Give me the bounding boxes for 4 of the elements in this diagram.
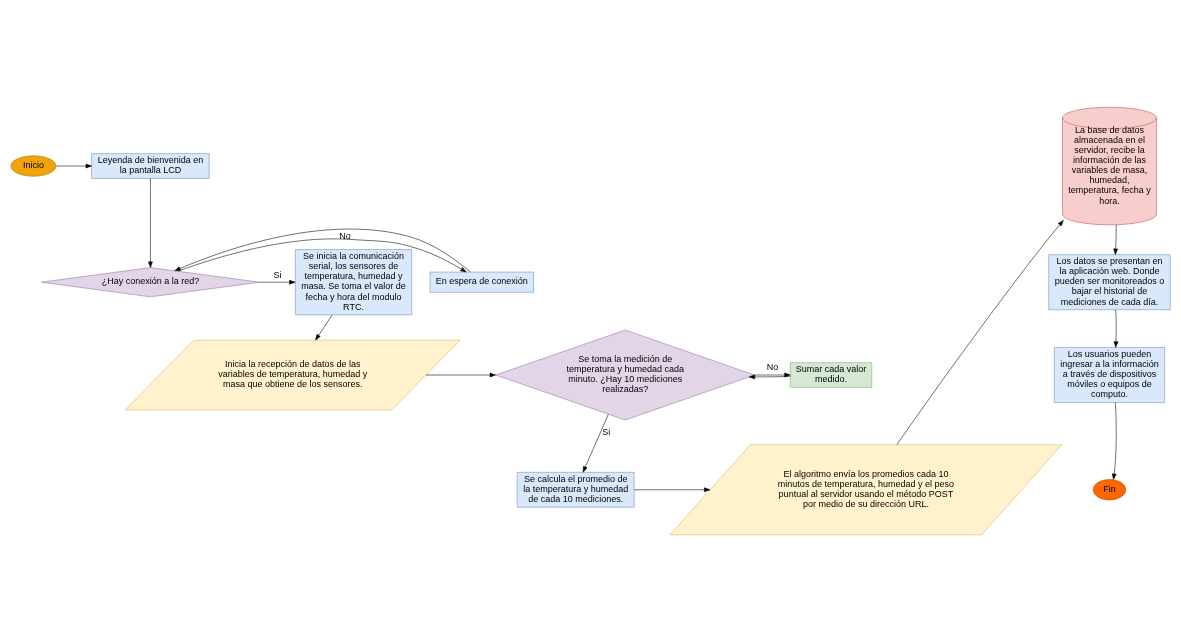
edge-label: Si	[602, 426, 611, 437]
edge-label: No	[339, 230, 351, 241]
edge-label: No	[766, 361, 779, 372]
edge-label: Si	[273, 269, 282, 280]
